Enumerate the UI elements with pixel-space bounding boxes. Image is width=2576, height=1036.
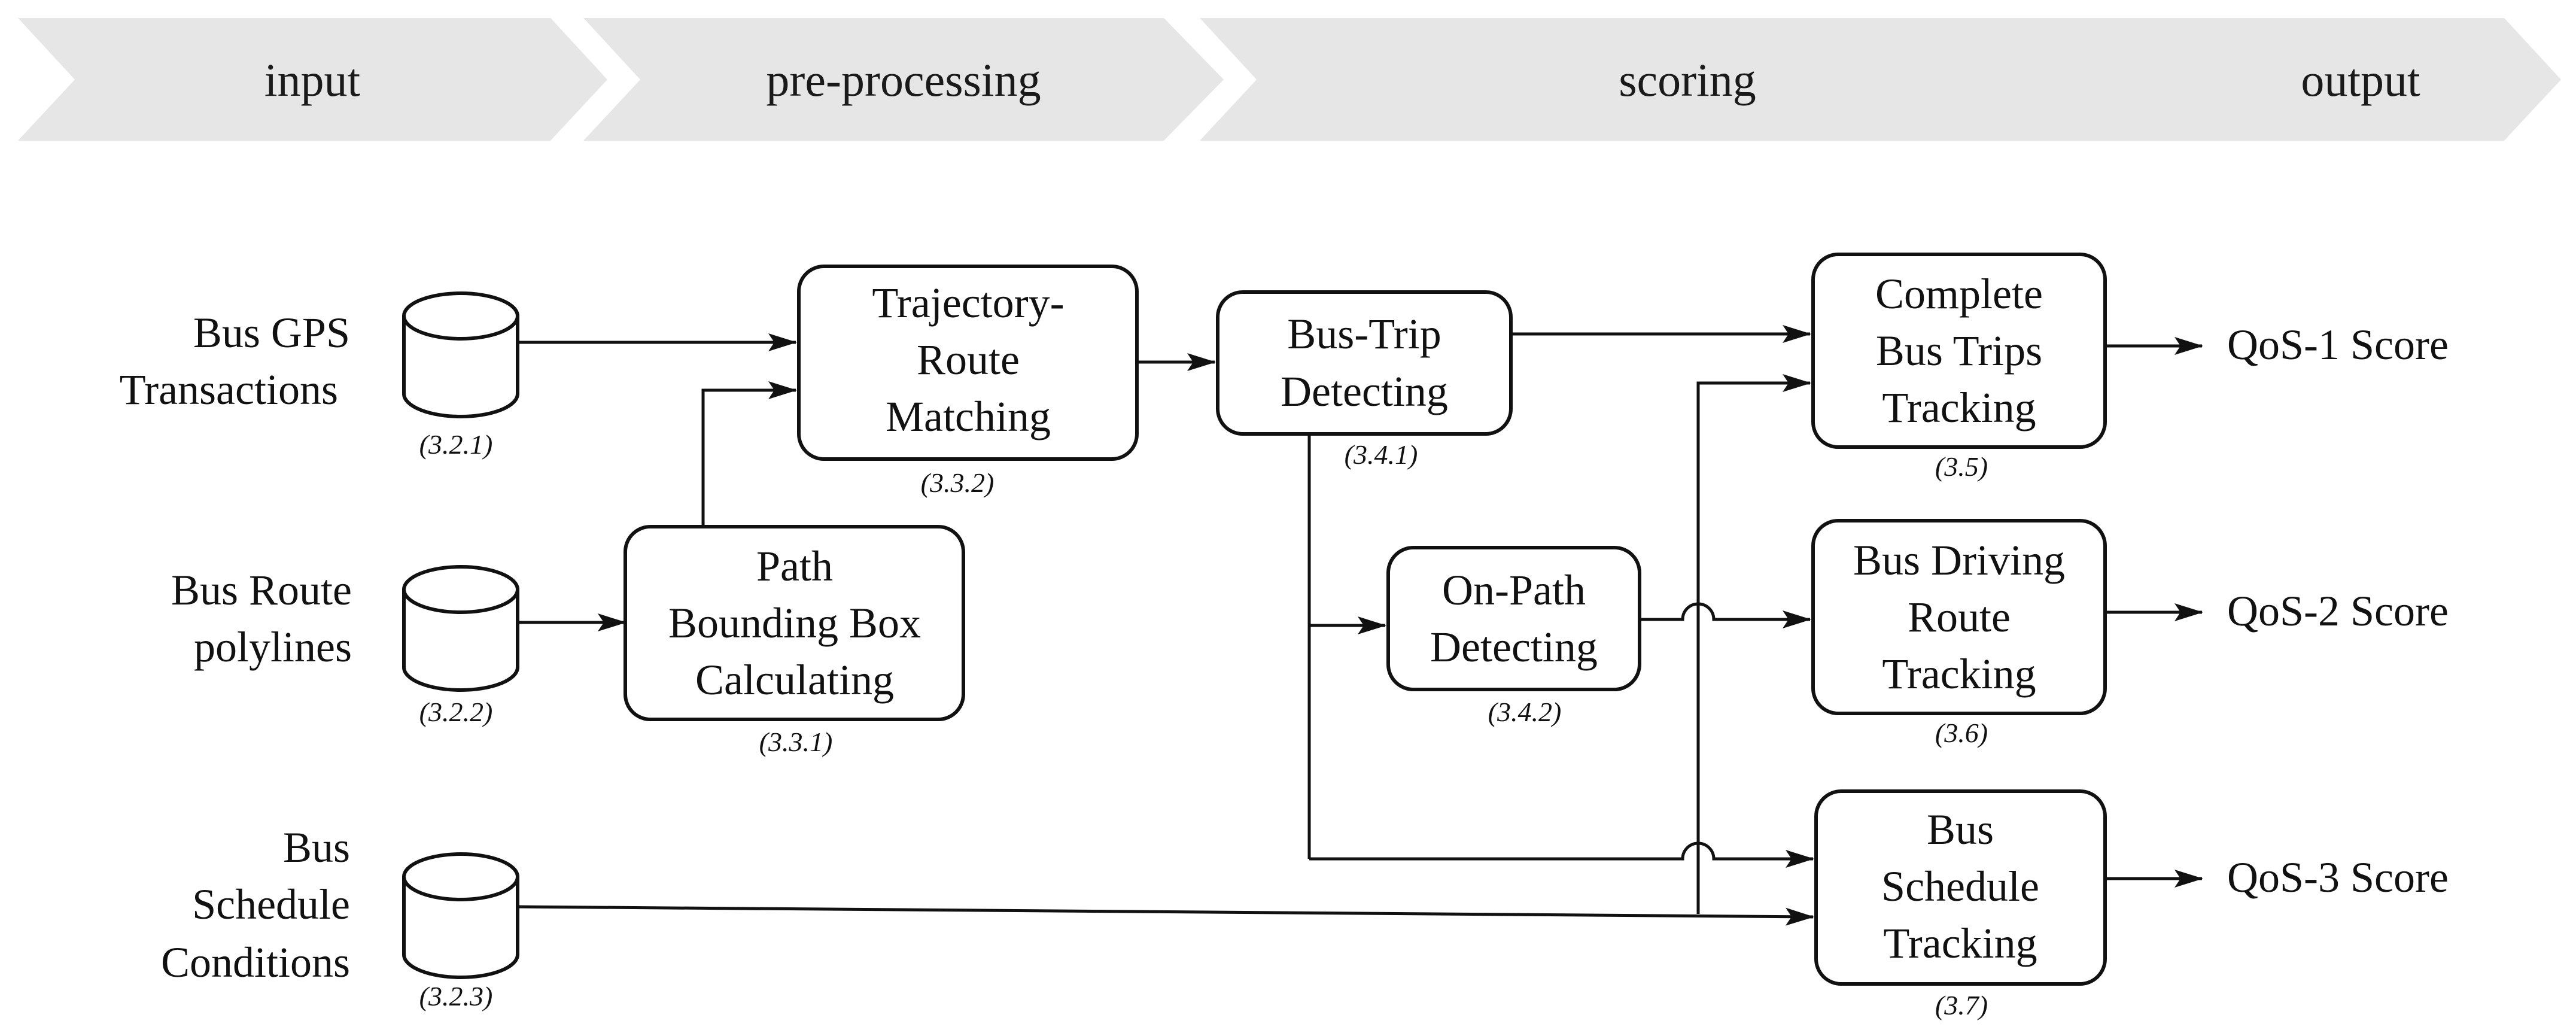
- box-label-line: Tracking: [1882, 384, 2036, 432]
- source-ref-schedule: (3.2.3): [419, 981, 493, 1011]
- database-icon: [402, 565, 519, 692]
- source-label-gps-line1: Bus GPS: [193, 309, 350, 357]
- source-label-schedule-line1: Bus: [283, 824, 350, 871]
- box-trajectory-route-matching: Trajectory- Route Matching (3.3.2): [797, 265, 1139, 498]
- source-ref-route: (3.2.2): [419, 697, 493, 727]
- box-ref: (3.6): [1935, 718, 1988, 748]
- box-label-line: Matching: [886, 393, 1051, 440]
- box-ref: (3.5): [1935, 451, 1988, 482]
- stage-banner: input pre-processing scoring output: [18, 18, 2561, 141]
- arrow-onpath-to-driving: [1640, 602, 1811, 628]
- box-ref: (3.7): [1935, 990, 1988, 1020]
- box-label-line: Detecting: [1281, 367, 1448, 415]
- box-on-path-detecting: On-Path Detecting (3.4.2): [1386, 546, 1641, 727]
- output-qos1-label: QoS-1 Score: [2227, 321, 2449, 369]
- box-label-line: Route: [1908, 593, 2011, 641]
- arrow-bustrip-to-schedule: [1309, 841, 1814, 868]
- box-label-line: Bus: [1927, 806, 1994, 853]
- box-label-line: Path: [756, 542, 833, 590]
- source-label-gps-line2: Transactions: [120, 366, 338, 414]
- box-label-line: Calculating: [695, 656, 894, 704]
- source-label-schedule-line3: Conditions: [161, 938, 350, 986]
- stage-chevron-pre-processing: [583, 18, 1224, 141]
- source-bus-schedule: Bus Schedule Conditions (3.2.3): [161, 824, 519, 1011]
- box-bus-trip-detecting: Bus-Trip Detecting (3.4.1): [1216, 290, 1513, 470]
- connectors: [517, 325, 2203, 926]
- box-label-line: Route: [917, 336, 1020, 384]
- output-qos2-label: QoS-2 Score: [2227, 587, 2449, 635]
- source-ref-gps: (3.2.1): [419, 429, 493, 460]
- box-bus-driving-route-tracking: Bus Driving Route Tracking (3.6): [1811, 519, 2107, 748]
- box-path-bounding-box: Path Bounding Box Calculating (3.3.1): [624, 525, 965, 757]
- stage-chevron-output: [2151, 18, 2561, 141]
- source-bus-route: Bus Route polylines (3.2.2): [171, 565, 519, 727]
- box-label-line: Bounding Box: [668, 599, 921, 647]
- box-label-line: Bus-Trip: [1287, 310, 1441, 358]
- source-bus-gps: Bus GPS Transactions (3.2.1): [120, 291, 519, 460]
- arrow-scheduledb-to-complete: [1696, 374, 1811, 914]
- source-label-route-line2: polylines: [194, 623, 352, 671]
- box-label-line: Detecting: [1430, 623, 1598, 671]
- arrow-bbox-to-trajectory: [701, 381, 797, 527]
- arrow-scheduledb-to-schedule: [517, 905, 1814, 926]
- stage-label-output: output: [2301, 54, 2420, 106]
- source-label-schedule-line2: Schedule: [192, 880, 350, 928]
- box-label-line: Tracking: [1883, 919, 2037, 967]
- box-label-line: Tracking: [1882, 650, 2036, 698]
- stage-chevron-scoring: [1200, 18, 2226, 141]
- box-label-line: Complete: [1875, 270, 2043, 318]
- box-ref: (3.3.1): [759, 727, 833, 757]
- box-label-line: Bus Trips: [1876, 327, 2042, 375]
- database-icon: [402, 291, 519, 418]
- box-label-line: Bus Driving: [1853, 536, 2065, 584]
- box-ref: (3.3.2): [921, 467, 994, 498]
- box-label-line: Schedule: [1881, 862, 2039, 910]
- box-label-line: Trajectory-: [872, 279, 1064, 327]
- box-ref: (3.4.2): [1488, 697, 1562, 727]
- box-label-line: On-Path: [1442, 566, 1586, 614]
- outputs: QoS-1 Score QoS-2 Score QoS-3 Score: [2227, 321, 2449, 901]
- box-complete-bus-trips-tracking: Complete Bus Trips Tracking (3.5): [1811, 253, 2107, 482]
- database-icon: [402, 852, 519, 979]
- output-qos3-label: QoS-3 Score: [2227, 853, 2449, 901]
- source-label-route-line1: Bus Route: [171, 566, 352, 614]
- stage-chevron-input: [18, 18, 607, 141]
- box-bus-schedule-tracking: Bus Schedule Tracking (3.7): [1814, 789, 2107, 1020]
- stage-label-scoring: scoring: [1619, 54, 1756, 106]
- stage-label-input: input: [264, 54, 361, 106]
- box-ref: (3.4.1): [1345, 439, 1418, 470]
- stage-label-pre-processing: pre-processing: [766, 54, 1041, 106]
